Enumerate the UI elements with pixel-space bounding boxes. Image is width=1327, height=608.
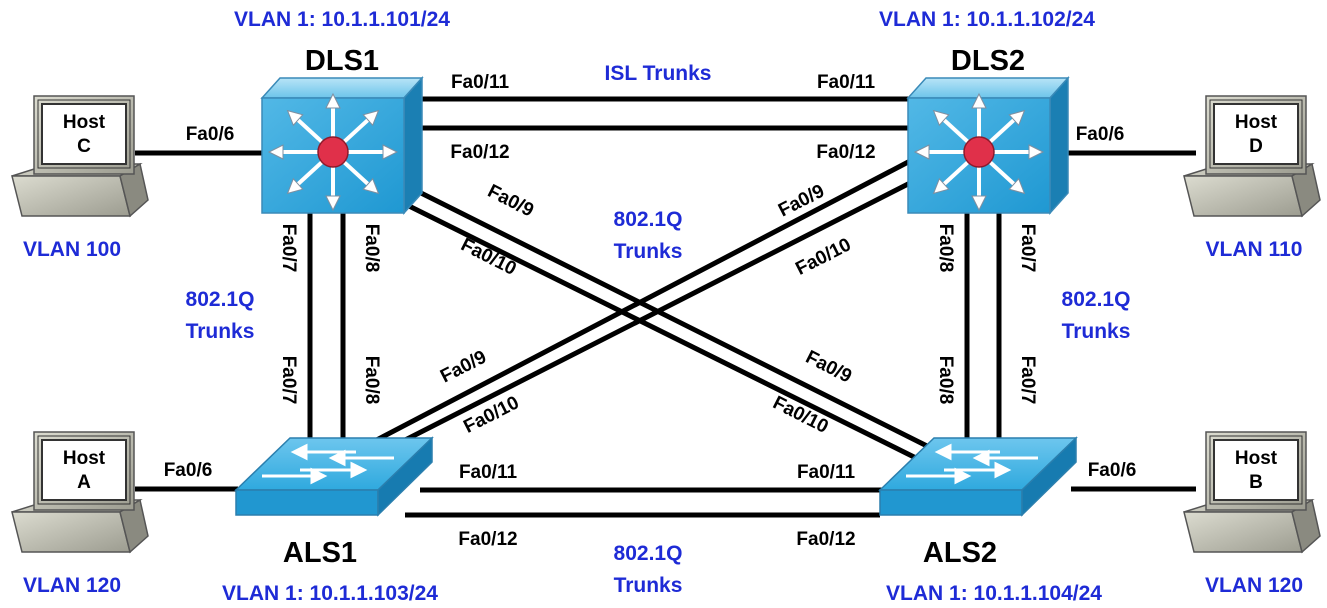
als1-switch[interactable] [234,436,434,517]
host-a[interactable]: Host A [11,431,149,554]
host-a-port: Fa0/6 [164,460,213,481]
host-label: Host [63,448,106,469]
als2-port-fa09: Fa0/9 [802,347,855,388]
dls1-port-fa010: Fa0/10 [457,234,519,280]
center-trunks-label: Trunks [614,240,683,263]
dls1-port-fa07: Fa0/7 [278,224,299,273]
als2-port-fa08: Fa0/8 [935,356,956,405]
als1-vlan1-address: VLAN 1: 10.1.1.103/24 [222,582,438,605]
cable-dls2-als1-fa09 [346,157,914,458]
cable-dls2-als1-fa010 [358,179,914,466]
als2-vlan1-address: VLAN 1: 10.1.1.104/24 [886,582,1102,605]
pc-icon [1183,95,1321,218]
als1-port-fa07: Fa0/7 [278,356,299,405]
dls1-switch[interactable] [260,76,424,215]
host-letter: A [77,472,91,493]
host-a-vlan: VLAN 120 [23,574,121,597]
workgroup-switch-icon [234,436,434,517]
host-label: Host [63,112,106,133]
bottom-trunks-label: Trunks [614,574,683,597]
als1-port-fa08: Fa0/8 [361,356,382,405]
host-b-port: Fa0/6 [1088,460,1137,481]
als1-port-fa010: Fa0/10 [460,392,522,438]
host-label: Host [1235,112,1278,133]
cable-dls1-als2-fa010 [403,201,922,463]
host-b-vlan: VLAN 120 [1205,574,1303,597]
right-trunks-label: Trunks [1062,320,1131,343]
multilayer-switch-icon [260,76,424,215]
host-c-vlan: VLAN 100 [23,238,121,261]
als1-port-fa012: Fa0/12 [458,529,517,550]
als2-port-fa012: Fa0/12 [796,529,855,550]
left-dot1q-label: 802.1Q [186,288,255,311]
bottom-dot1q-label: 802.1Q [614,542,683,565]
als2-name: ALS2 [923,537,997,569]
isl-trunks-label: ISL Trunks [605,62,712,85]
host-letter: B [1249,472,1263,493]
dls2-port-fa011: Fa0/11 [817,72,876,93]
cable-dls1-als2-fa09 [403,182,937,453]
als2-port-fa07: Fa0/7 [1017,356,1038,405]
als1-name: ALS1 [283,537,357,569]
dls1-port-fa09: Fa0/9 [484,181,537,222]
cables [135,96,1196,518]
als1-port-fa09: Fa0/9 [437,347,490,388]
dls2-port-fa012: Fa0/12 [816,142,875,163]
dls1-port-fa012: Fa0/12 [450,142,509,163]
dls1-vlan1-address: VLAN 1: 10.1.1.101/24 [234,8,450,31]
host-b[interactable]: Host B [1183,431,1321,554]
host-letter: C [77,136,91,157]
pc-icon [11,95,149,218]
host-c-port: Fa0/6 [186,124,235,145]
workgroup-switch-icon [878,436,1078,517]
dls1-name: DLS1 [305,45,379,77]
host-d-vlan: VLAN 110 [1206,238,1303,261]
host-d[interactable]: Host D [1183,95,1321,218]
multilayer-switch-icon [906,76,1070,215]
center-dot1q-label: 802.1Q [614,208,683,231]
dls2-port-fa07: Fa0/7 [1017,224,1038,273]
dls2-switch[interactable] [906,76,1070,215]
dls2-vlan1-address: VLAN 1: 10.1.1.102/24 [879,8,1095,31]
host-letter: D [1249,136,1263,157]
dls1-port-fa08: Fa0/8 [361,224,382,273]
host-d-port: Fa0/6 [1076,124,1125,145]
left-trunks-label: Trunks [186,320,255,343]
dls2-port-fa010: Fa0/10 [792,234,854,280]
als2-port-fa011: Fa0/11 [797,462,856,483]
dls2-port-fa08: Fa0/8 [935,224,956,273]
pc-icon [1183,431,1321,554]
dls2-name: DLS2 [951,45,1025,77]
right-dot1q-label: 802.1Q [1062,288,1131,311]
host-c[interactable]: Host C [11,95,149,218]
host-label: Host [1235,448,1278,469]
dls1-port-fa011: Fa0/11 [451,72,510,93]
pc-icon [11,431,149,554]
als1-port-fa011: Fa0/11 [459,462,518,483]
als2-switch[interactable] [878,436,1078,517]
